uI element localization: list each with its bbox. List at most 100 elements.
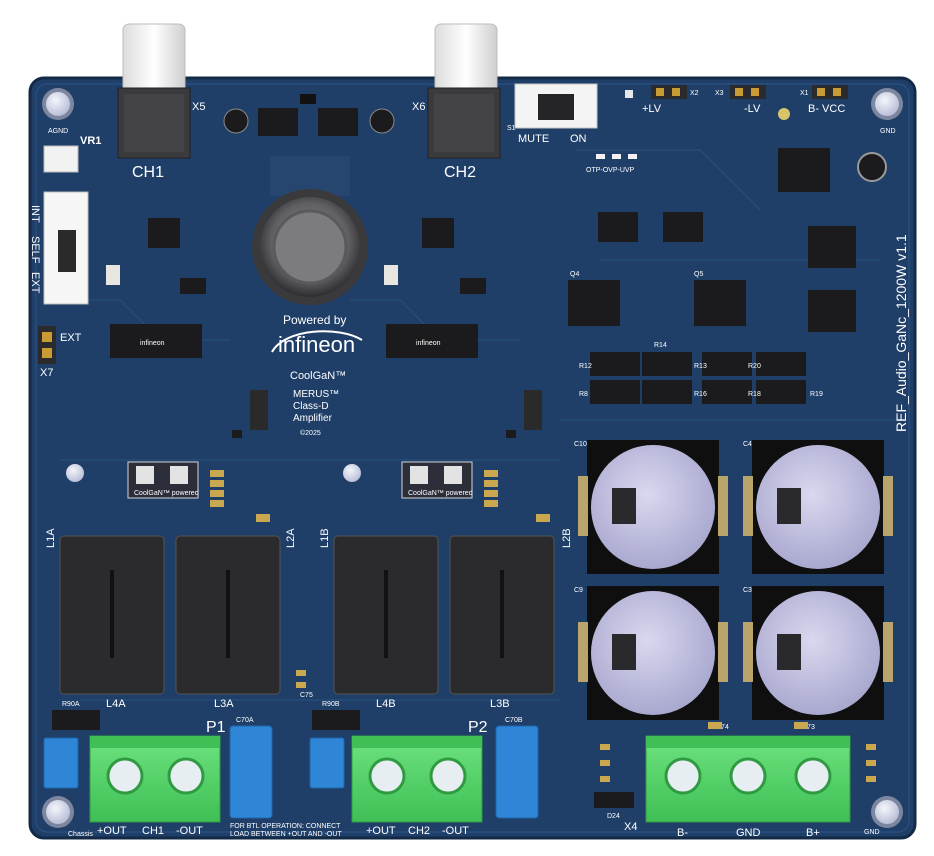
status-leds	[596, 154, 637, 159]
r20-label: R20	[748, 363, 761, 370]
plus-lv-label: +LV	[642, 103, 662, 115]
l1b-label: L1B	[319, 528, 331, 548]
r18-label: R18	[748, 391, 761, 398]
d24-label: D24	[607, 813, 620, 820]
terminal-block-ch2[interactable]	[351, 735, 483, 823]
x7-ext-label: EXT	[60, 332, 82, 344]
gan-stage-b	[401, 461, 473, 499]
r90a-resistor	[52, 710, 100, 730]
x7-label: X7	[40, 367, 53, 379]
coolgan-text: CoolGaN™	[290, 370, 346, 382]
diode-d24	[594, 792, 634, 808]
film-cap-small-a	[43, 737, 79, 789]
c74-label: C74	[716, 724, 729, 731]
x4-label: X4	[624, 821, 637, 833]
terminal-block-power[interactable]	[645, 735, 851, 823]
film-cap-small-b	[309, 737, 345, 789]
r16-label: R16	[694, 391, 707, 398]
rca-jack-ch1[interactable]	[117, 23, 191, 159]
driver-ic-b	[386, 324, 478, 358]
gan-a-label: CoolGaN™ powered	[134, 490, 199, 497]
rca-jack-ch2[interactable]	[427, 23, 501, 159]
mute-on-label: ON	[570, 133, 587, 145]
ch1-plus-out: +OUT	[97, 825, 127, 837]
inductor-l3a	[175, 535, 281, 695]
mute-label: MUTE	[518, 133, 549, 145]
x1-header[interactable]	[812, 85, 848, 99]
btl-note-line2: LOAD BETWEEN +OUT AND -OUT	[230, 831, 342, 838]
p2-label: P2	[468, 719, 488, 736]
volume-knob[interactable]	[252, 189, 368, 305]
inductor-l4a	[59, 535, 165, 695]
bulk-cap-c10	[578, 440, 728, 574]
x2-header[interactable]	[651, 85, 687, 99]
r8-label: R8	[579, 391, 588, 398]
b-minus-vcc-label: B- VCC	[808, 103, 845, 115]
driver-ic-a-brand: infineon	[140, 340, 165, 347]
driver-ic-a	[110, 324, 202, 358]
bulk-cap-c9	[578, 586, 728, 720]
top-center-components	[223, 94, 395, 196]
x7-ext-header[interactable]	[38, 326, 56, 364]
bulk-cap-c3	[743, 586, 893, 720]
r90b-label: R90B	[322, 701, 340, 708]
vr1-connector[interactable]	[43, 145, 79, 173]
ch1-minus-out: -OUT	[176, 825, 203, 837]
x6-label: X6	[412, 101, 425, 113]
vr1-label: VR1	[80, 135, 101, 147]
power-bplus-label: B+	[806, 827, 820, 839]
film-cap-c70a	[229, 725, 273, 819]
chassis-label: Chassis	[68, 831, 93, 838]
power-bminus-label: B-	[677, 827, 688, 839]
x2-label: X2	[690, 90, 699, 97]
q4-label: Q4	[570, 271, 579, 278]
agnd-label: AGND	[48, 128, 68, 135]
gan-stage-a	[127, 461, 199, 499]
ch2-ch-label: CH2	[408, 825, 430, 837]
l2a-label: L2A	[285, 528, 297, 548]
smd-parts	[210, 90, 876, 782]
s1-label: S1	[507, 125, 516, 132]
gnd-label-bottom: GND	[864, 829, 880, 836]
ch2-minus-out: -OUT	[442, 825, 469, 837]
r13-label: R13	[694, 363, 707, 370]
mute-switch[interactable]	[514, 83, 598, 129]
l2b-label: L2B	[561, 528, 573, 548]
year-text: ©2025	[300, 429, 321, 437]
x3-header[interactable]	[730, 85, 766, 99]
amplifier-text: Amplifier	[293, 413, 333, 424]
otp-ovp-uvp-label: OTP-OVP-UVP	[586, 167, 635, 174]
l1a-label: L1A	[45, 528, 57, 548]
merus-text: MERUS™	[293, 389, 339, 400]
l3a-label: L3A	[214, 698, 234, 710]
class-d-text: Class-D	[293, 401, 329, 412]
driver-ic-b-brand: infineon	[416, 340, 441, 347]
ch2-input-label: CH2	[444, 164, 476, 181]
small-ics	[106, 218, 542, 438]
c75-label: C75	[300, 692, 313, 699]
x1-label: X1	[800, 90, 809, 97]
gnd-label-top: GND	[880, 128, 896, 135]
c73-label: C73	[802, 724, 815, 731]
c9-label: C9	[574, 587, 583, 594]
mode-self-label: SELF	[29, 236, 41, 264]
mode-ext-label: EXT	[29, 272, 41, 294]
terminal-block-ch1[interactable]	[89, 735, 221, 823]
c4-label: C4	[743, 441, 752, 448]
c3-label: C3	[743, 587, 752, 594]
powered-by-text: Powered by	[283, 313, 346, 327]
mode-switch[interactable]	[43, 191, 89, 305]
ch1-ch-label: CH1	[142, 825, 164, 837]
ch2-plus-out: +OUT	[366, 825, 396, 837]
regulator-components	[568, 148, 887, 332]
x5-label: X5	[192, 101, 205, 113]
mode-int-label: INT	[29, 205, 41, 223]
c10-label: C10	[574, 441, 587, 448]
ch1-input-label: CH1	[132, 164, 164, 181]
infineon-logo-arc	[271, 330, 363, 353]
board-name: REF_Audio_GaNc_1200W v1.1	[893, 234, 909, 432]
power-gnd-label: GND	[736, 827, 761, 839]
shunt-resistors	[590, 352, 806, 404]
inductor-l4b	[333, 535, 439, 695]
